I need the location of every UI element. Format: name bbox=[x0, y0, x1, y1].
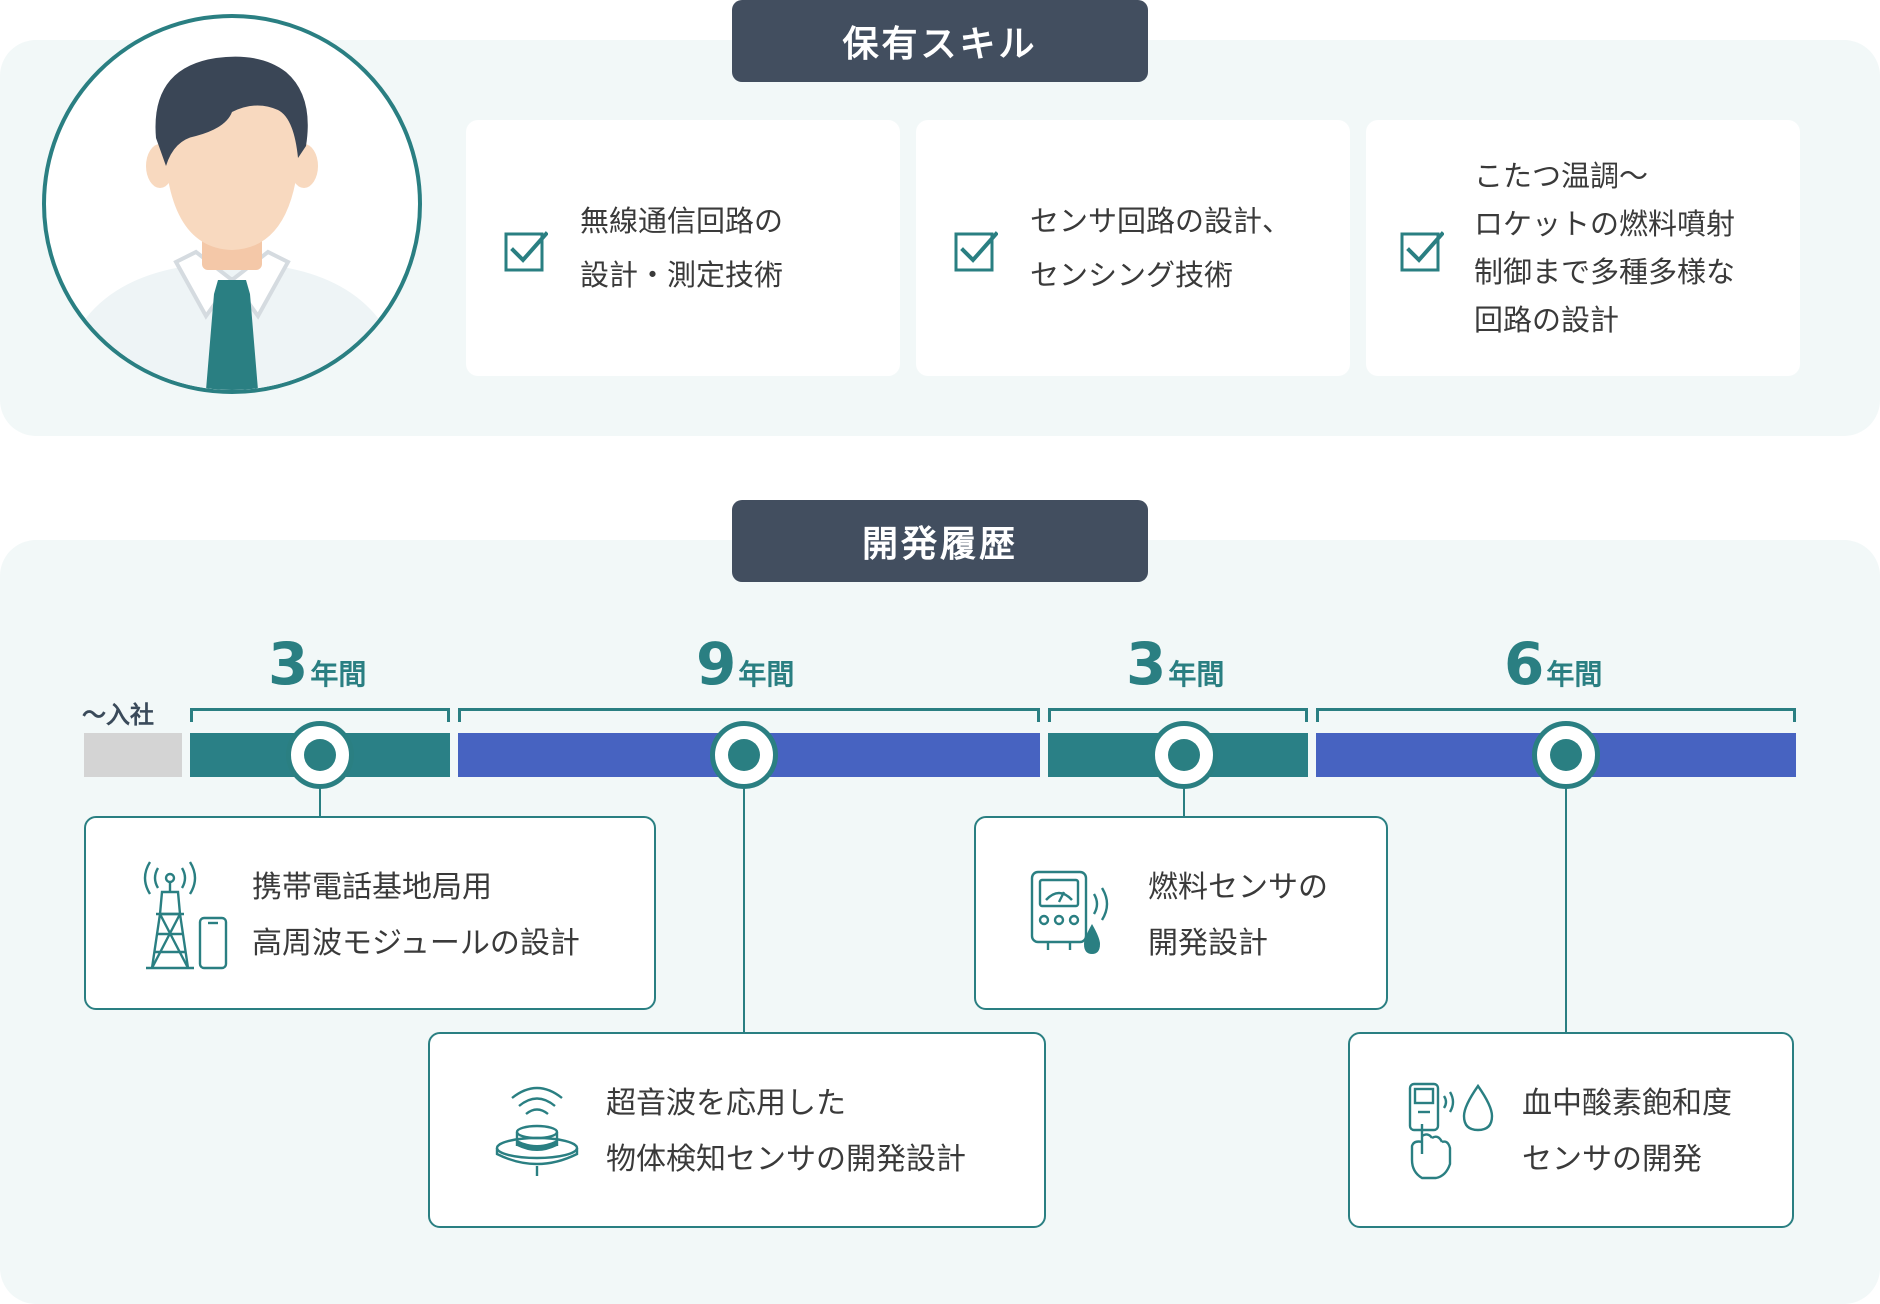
period-years-unit: 年間 bbox=[1546, 658, 1603, 691]
skill-card-wireless: 無線通信回路の 設計・測定技術 bbox=[466, 120, 900, 376]
checkbox-check-icon bbox=[954, 231, 998, 272]
checkbox-check-icon bbox=[504, 231, 548, 272]
skill-line: 設計・測定技術 bbox=[580, 258, 784, 292]
skill-line: センシング技術 bbox=[1030, 258, 1234, 292]
timeline-node bbox=[1532, 721, 1600, 789]
period-years-number: 3 bbox=[268, 630, 309, 698]
project-card-ultrasonic: 超音波を応用した 物体検知センサの開発設計 bbox=[428, 1032, 1046, 1228]
period-bracket bbox=[1048, 708, 1308, 722]
project-text: 血中酸素飽和度 センサの開発 bbox=[1522, 1076, 1732, 1188]
period-years-unit: 年間 bbox=[1168, 658, 1225, 691]
period-years-label: 3年間 bbox=[268, 630, 366, 698]
connector-line bbox=[743, 786, 745, 1034]
skill-card-sensor: センサ回路の設計、 センシング技術 bbox=[916, 120, 1350, 376]
project-line: センサの開発 bbox=[1522, 1142, 1702, 1177]
skill-text: こたつ温調～ ロケットの燃料噴射 制御まで多種多様な 回路の設計 bbox=[1474, 120, 1780, 376]
period-years-unit: 年間 bbox=[738, 658, 795, 691]
radio-tower-icon bbox=[143, 861, 228, 970]
period-years-label: 6年間 bbox=[1504, 630, 1602, 698]
history-heading: 開発履歴 bbox=[732, 500, 1148, 582]
project-line: 血中酸素飽和度 bbox=[1522, 1086, 1732, 1121]
project-line: 超音波を応用した bbox=[606, 1086, 846, 1121]
avatar bbox=[42, 14, 422, 394]
period-years-label: 3年間 bbox=[1126, 630, 1224, 698]
pulse-oximeter-icon bbox=[1408, 1082, 1494, 1180]
period-bracket bbox=[458, 708, 1040, 722]
period-bracket bbox=[1316, 708, 1796, 722]
period-years-number: 6 bbox=[1504, 630, 1545, 698]
connector-line bbox=[1565, 786, 1567, 1034]
timeline-node bbox=[1150, 721, 1218, 789]
skill-line: センサ回路の設計、 bbox=[1030, 204, 1292, 238]
fuel-meter-icon bbox=[1030, 870, 1109, 954]
period-years-number: 3 bbox=[1126, 630, 1167, 698]
project-line: 物体検知センサの開発設計 bbox=[606, 1142, 966, 1177]
skill-line: 制御まで多種多様な bbox=[1474, 255, 1736, 289]
project-line: 高周波モジュールの設計 bbox=[252, 926, 580, 961]
period-years-number: 9 bbox=[696, 630, 737, 698]
timeline-node bbox=[286, 721, 354, 789]
period-years-label: 9年間 bbox=[696, 630, 794, 698]
project-text: 燃料センサの 開発設計 bbox=[1148, 860, 1328, 972]
period-years-unit: 年間 bbox=[310, 658, 367, 691]
ultrasonic-sensor-icon bbox=[495, 1086, 579, 1176]
skill-card-circuits: こたつ温調～ ロケットの燃料噴射 制御まで多種多様な 回路の設計 bbox=[1366, 120, 1800, 376]
connector-line bbox=[319, 786, 321, 816]
skill-line: 回路の設計 bbox=[1474, 303, 1620, 337]
timeline-node bbox=[710, 721, 778, 789]
checkbox-check-icon bbox=[1400, 231, 1444, 272]
skills-heading: 保有スキル bbox=[732, 0, 1148, 82]
project-card-base-station: 携帯電話基地局用 高周波モジュールの設計 bbox=[84, 816, 656, 1010]
project-line: 携帯電話基地局用 bbox=[252, 870, 492, 905]
timeline-bar-pre-entry bbox=[84, 733, 182, 777]
connector-line bbox=[1183, 786, 1185, 816]
skill-line: ロケットの燃料噴射 bbox=[1474, 207, 1736, 241]
project-text: 超音波を応用した 物体検知センサの開発設計 bbox=[606, 1076, 966, 1188]
project-card-fuel-sensor: 燃料センサの 開発設計 bbox=[974, 816, 1388, 1010]
project-text: 携帯電話基地局用 高周波モジュールの設計 bbox=[252, 860, 580, 972]
project-card-spo2-sensor: 血中酸素飽和度 センサの開発 bbox=[1348, 1032, 1794, 1228]
project-line: 燃料センサの bbox=[1148, 870, 1328, 905]
entry-label: ～入社 bbox=[82, 701, 154, 729]
person-illustration bbox=[66, 56, 398, 390]
skill-text: センサ回路の設計、 センシング技術 bbox=[1030, 120, 1330, 376]
skill-line: こたつ温調～ bbox=[1474, 159, 1649, 193]
skill-text: 無線通信回路の 設計・測定技術 bbox=[580, 120, 880, 376]
project-line: 開発設計 bbox=[1148, 926, 1268, 961]
period-bracket bbox=[190, 708, 450, 722]
skill-line: 無線通信回路の bbox=[580, 204, 784, 238]
